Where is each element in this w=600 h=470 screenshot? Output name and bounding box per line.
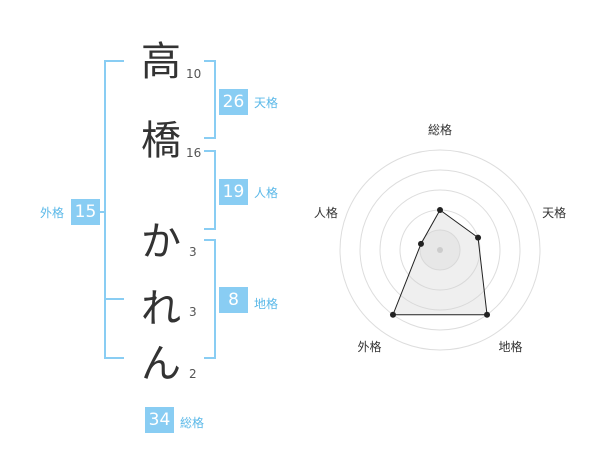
radar-point-4: [417, 240, 424, 247]
jinkaku-bracket-top: [204, 150, 216, 152]
radar-point-3: [389, 311, 396, 318]
gaikaku-bracket-stem: [100, 211, 106, 213]
chikaku-bracket-vertical: [214, 239, 216, 359]
chikaku-bracket-top: [204, 239, 216, 241]
name-char-4: れ: [141, 286, 181, 332]
gaikaku-bracket-vertical: [104, 60, 106, 359]
tenkaku-bracket-top: [204, 60, 216, 62]
stroke-count-5: 2: [189, 367, 197, 381]
stroke-count-4: 3: [189, 305, 197, 319]
jinkaku-bracket-vertical: [214, 150, 216, 230]
radar-ring-5: [339, 149, 541, 351]
stroke-count-1: 10: [186, 67, 202, 81]
name-char-5: ん: [141, 341, 181, 387]
name-char-2: 橋: [141, 118, 181, 164]
chikaku-bracket-bottom: [204, 357, 216, 359]
jinkaku-bracket-bottom: [204, 228, 216, 230]
radar-ring-4: [359, 169, 521, 331]
tenkaku-bracket-vertical: [214, 60, 216, 139]
chikaku-value-badge: 8: [219, 287, 248, 313]
gaikaku-bracket-bottom: [104, 357, 124, 359]
radar-point-0: [437, 207, 443, 213]
stroke-count-2: 16: [186, 146, 202, 160]
radar-point-1: [475, 234, 482, 241]
soukaku-value-badge: 34: [145, 407, 174, 433]
radar-axis-label-0: 総格: [428, 122, 452, 137]
radar-point-2: [484, 311, 491, 318]
gaikaku-bracket-divider: [104, 298, 124, 300]
radar-ring-3: [379, 189, 501, 311]
radar-axis-label-4: 人格: [314, 205, 338, 220]
gaikaku-value-badge: 15: [71, 199, 100, 225]
radar-area: [392, 209, 488, 316]
gaikaku-bracket-top: [104, 60, 124, 62]
name-char-3: か: [141, 219, 181, 265]
stroke-count-3: 3: [189, 245, 197, 259]
tenkaku-bracket-bottom: [204, 137, 216, 139]
jinkaku-value-badge: 19: [219, 179, 248, 205]
soukaku-label: 総格: [180, 416, 205, 430]
radar-axis-label-2: 地格: [499, 339, 523, 354]
chikaku-label: 地格: [254, 297, 279, 311]
tenkaku-label: 天格: [254, 96, 279, 110]
name-char-1: 高: [141, 39, 181, 85]
jinkaku-label: 人格: [254, 186, 279, 200]
radar-center-point: [437, 247, 443, 253]
gaikaku-label: 外格: [40, 206, 65, 220]
radar-axis-label-1: 天格: [542, 205, 566, 220]
tenkaku-value-badge: 26: [219, 89, 248, 115]
radar-axis-label-3: 外格: [357, 339, 381, 354]
